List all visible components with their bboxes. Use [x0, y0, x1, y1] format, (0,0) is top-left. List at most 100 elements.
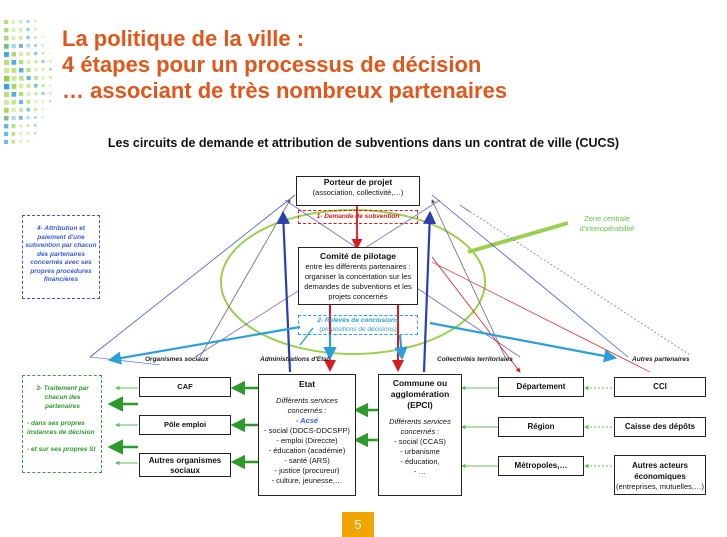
- mosaic-dot: [4, 44, 9, 49]
- etat-intro-line: concernés :: [287, 406, 327, 415]
- decorative-dot-mosaic: [4, 20, 52, 144]
- mosaic-dot: [34, 100, 38, 104]
- mosaic-dot: [26, 60, 31, 64]
- mosaic-dot: [26, 36, 30, 40]
- etat-service: - social (DDCS-DDCSPP): [264, 426, 350, 435]
- mosaic-dot: [49, 92, 52, 95]
- mosaic-dot: [4, 100, 9, 105]
- mosaic-dot: [34, 68, 38, 72]
- mosaic-dot: [41, 36, 44, 39]
- step3-traitement: 3- Traitement par chacun des partenaires…: [22, 375, 102, 473]
- mosaic-dot: [11, 36, 16, 41]
- zone-pointer: [467, 221, 569, 254]
- acteurs-line: (entreprises, mutuelles,…): [616, 482, 704, 491]
- mosaic-dot: [49, 100, 52, 103]
- porteur-title: Porteur de projet: [323, 177, 393, 187]
- mosaic-dot: [34, 116, 37, 119]
- mosaic-dot: [49, 60, 52, 63]
- mosaic-dot: [19, 20, 23, 24]
- autres-organismes-box: Autres organismes sociaux: [139, 453, 231, 477]
- departement-box: Département: [498, 377, 584, 397]
- mosaic-dot: [34, 36, 37, 39]
- mosaic-dot: [41, 60, 45, 63]
- mosaic-dot: [41, 76, 45, 80]
- mosaic-dot: [4, 92, 10, 98]
- mosaic-dot: [34, 132, 37, 135]
- mosaic-dot: [11, 108, 16, 113]
- mosaic-dot: [41, 44, 45, 47]
- title-line-3: … associant de très nombreux partenaires: [62, 78, 508, 103]
- mosaic-dot: [19, 100, 24, 105]
- mosaic-dot: [11, 140, 16, 144]
- autres-acteurs-box: Autres acteurs économiques (entreprises,…: [614, 455, 706, 495]
- mosaic-dot: [34, 92, 38, 96]
- step3-title-line: chacun des partenaires: [44, 394, 81, 410]
- step4-line: 4- Attribution et: [36, 225, 86, 232]
- mosaic-dot: [34, 108, 38, 112]
- step2-releves-conclusions: 2- Relevés de conclusions (propositions …: [298, 315, 418, 335]
- mosaic-dot: [11, 100, 17, 105]
- zone-line-1: Zone centrale: [584, 214, 630, 223]
- mosaic-dot: [26, 52, 31, 56]
- mosaic-dot: [19, 132, 23, 136]
- mosaic-dot: [34, 44, 38, 48]
- arrow-etat-to-porteur: [276, 210, 292, 373]
- mosaic-dot: [26, 44, 30, 48]
- mosaic-dot: [26, 132, 30, 135]
- commune-intro-line: concernés :: [400, 427, 440, 436]
- mosaic-dot: [19, 28, 23, 32]
- commune-service: - éducation,: [400, 457, 440, 466]
- step3-bullet-1-line: instances de décision: [27, 429, 95, 436]
- category-collectivites: Collectivités territoriales: [437, 356, 513, 363]
- etat-service: - justice (procureur): [274, 466, 340, 475]
- mosaic-dot: [41, 68, 45, 72]
- mosaic-dot: [4, 68, 10, 74]
- zone-centrale-label: Zone centrale d'interopérabilité: [552, 214, 662, 234]
- cci-box: CCI: [614, 377, 706, 397]
- mosaic-dot: [34, 28, 37, 31]
- mosaic-dot: [34, 52, 38, 56]
- porteur-de-projet-box: Porteur de projet (association, collecti…: [296, 176, 420, 206]
- etat-title: Etat: [298, 379, 316, 389]
- mosaic-dot: [26, 116, 30, 120]
- mosaic-dot: [4, 36, 9, 41]
- step2-line-1: 2- Relevés de conclusions: [317, 317, 399, 324]
- etat-box: Etat Différents services concernés : - A…: [258, 374, 356, 496]
- mosaic-dot: [41, 116, 44, 119]
- mosaic-dot: [19, 36, 23, 40]
- mosaic-dot: [26, 124, 30, 128]
- mosaic-dot: [4, 124, 9, 129]
- step4-line: financières: [43, 276, 79, 283]
- mosaic-dot: [19, 108, 23, 112]
- step4-line: propres procédures: [30, 267, 92, 275]
- commune-box: Commune ou agglomération (EPCI) Différen…: [378, 374, 462, 496]
- mosaic-dot: [41, 52, 45, 55]
- mosaic-dot: [4, 28, 9, 33]
- commune-service: - urbanisme: [400, 447, 440, 456]
- step4-line: subvention par chacun: [25, 242, 97, 249]
- mosaic-dot: [49, 68, 52, 71]
- mosaic-dot: [26, 28, 30, 32]
- mosaic-dot: [34, 60, 38, 64]
- mosaic-dot: [19, 68, 24, 73]
- mosaic-dot: [49, 84, 52, 87]
- title-line-2: 4 étapes pour un processus de décision: [62, 52, 482, 77]
- acteurs-line: Autres acteurs: [631, 461, 689, 470]
- mosaic-dot: [4, 76, 10, 82]
- commune-title-line: agglomération: [390, 389, 450, 399]
- mosaic-dot: [41, 92, 45, 95]
- mosaic-dot: [4, 52, 9, 57]
- comite-line: entre les différents partenaires :: [305, 262, 411, 271]
- mosaic-dot: [11, 68, 17, 73]
- etat-acse: - Acsé: [295, 416, 319, 425]
- comite-line: organiser la concertation sur les: [304, 272, 412, 281]
- mosaic-dot: [26, 68, 31, 73]
- step4-attribution-paiement: 4- Attribution et paiement d'une subvent…: [22, 215, 100, 299]
- mosaic-dot: [11, 20, 16, 24]
- mosaic-dot: [19, 52, 24, 57]
- mosaic-dot: [19, 92, 24, 97]
- category-administrations-etat: Administrations d'Etat: [260, 356, 330, 363]
- comite-line: projets concernés: [328, 292, 388, 301]
- etat-service: - santé (ARS): [284, 456, 330, 465]
- mosaic-dot: [26, 92, 31, 96]
